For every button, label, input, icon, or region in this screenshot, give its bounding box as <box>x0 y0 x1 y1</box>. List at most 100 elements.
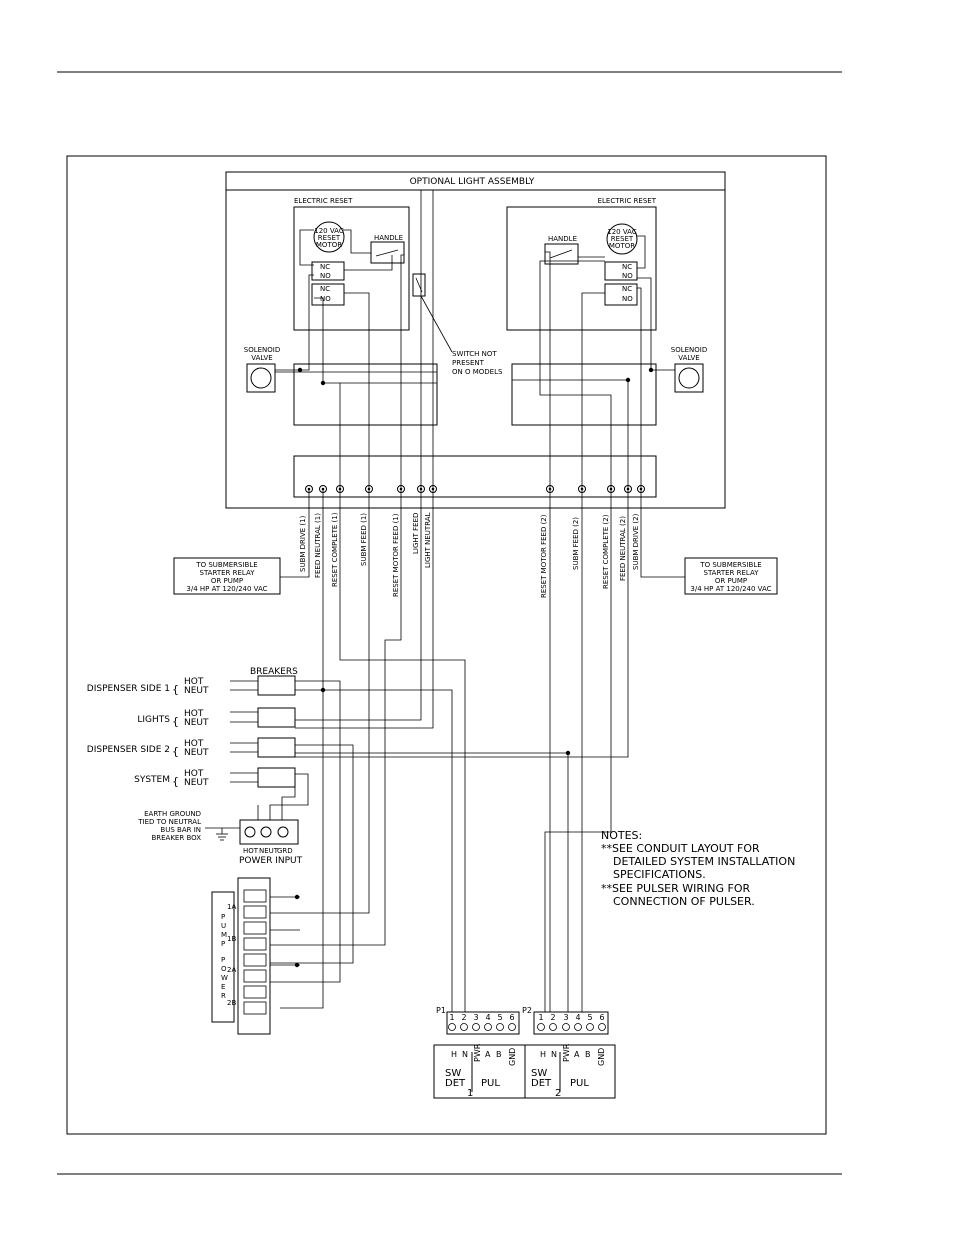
switch-note: SWITCH NOT PRESENT ON O MODELS <box>420 295 503 376</box>
svg-text:SUBM DRIVE (1): SUBM DRIVE (1) <box>299 515 307 572</box>
notes: NOTES: **SEE CONDUIT LAYOUT FOR DETAILED… <box>601 829 795 908</box>
handle-switch <box>544 243 579 265</box>
svg-text:P: P <box>221 940 225 948</box>
svg-text:5: 5 <box>587 1013 592 1022</box>
svg-text:A: A <box>574 1050 580 1059</box>
light-assembly: OPTIONAL LIGHT ASSEMBLY <box>225 171 726 509</box>
svg-text:VALVE: VALVE <box>251 354 272 362</box>
svg-text:RESET COMPLETE (1): RESET COMPLETE (1) <box>331 512 339 587</box>
svg-text:NC: NC <box>320 263 330 271</box>
svg-text:NOTES:: NOTES: <box>601 829 642 842</box>
svg-text:OR PUMP: OR PUMP <box>715 577 747 585</box>
starter-box-right: TO SUBMERSIBLE STARTER RELAY OR PUMP 3/4… <box>684 557 778 595</box>
svg-text:TO SUBMERSIBLE: TO SUBMERSIBLE <box>195 561 257 569</box>
svg-text:LIGHT NEUTRAL: LIGHT NEUTRAL <box>424 512 432 568</box>
svg-text:P: P <box>221 956 225 964</box>
svg-text:O: O <box>221 965 227 973</box>
svg-text:P1: P1 <box>436 1006 446 1015</box>
svg-text:TO SUBMERSIBLE: TO SUBMERSIBLE <box>699 561 761 569</box>
svg-text:OR PUMP: OR PUMP <box>211 577 243 585</box>
junction-box-right <box>511 363 657 426</box>
svg-text:NEUT: NEUT <box>184 686 209 696</box>
svg-text:N: N <box>462 1050 468 1059</box>
svg-text:1: 1 <box>467 1088 473 1099</box>
svg-text:GND: GND <box>508 1048 517 1066</box>
starter-box-left: TO SUBMERSIBLE STARTER RELAY OR PUMP 3/4… <box>173 557 281 595</box>
svg-text:TIED TO NEUTRAL: TIED TO NEUTRAL <box>137 818 201 826</box>
svg-text:E: E <box>221 983 225 991</box>
svg-text:PRESENT: PRESENT <box>452 359 485 367</box>
svg-text:3/4 HP AT 120/240 VAC: 3/4 HP AT 120/240 VAC <box>690 585 771 593</box>
svg-text:5: 5 <box>497 1013 502 1022</box>
svg-text:STARTER RELAY: STARTER RELAY <box>200 569 256 577</box>
relay-2 <box>604 283 638 306</box>
light-switch <box>412 273 426 297</box>
svg-text:3: 3 <box>473 1013 478 1022</box>
earth-ground: EARTH GROUND TIED TO NEUTRAL BUS BAR IN … <box>137 810 201 842</box>
svg-text:H: H <box>451 1050 457 1059</box>
svg-text:ON O MODELS: ON O MODELS <box>452 368 503 376</box>
svg-text:GRD: GRD <box>277 847 293 855</box>
wire-labels: SUBM DRIVE (1) FEED NEUTRAL (1) RESET CO… <box>299 512 640 598</box>
svg-text:MOTOR: MOTOR <box>316 241 342 249</box>
svg-text:4: 4 <box>485 1013 490 1022</box>
svg-text:1: 1 <box>538 1013 543 1022</box>
reset-motor-icon <box>313 221 345 253</box>
svg-text:U: U <box>221 922 226 930</box>
svg-text:DET: DET <box>531 1078 552 1089</box>
svg-text:RESET: RESET <box>611 235 634 243</box>
svg-text:{: { <box>172 775 179 788</box>
svg-text:HOT: HOT <box>184 739 204 749</box>
svg-text:H: H <box>540 1050 546 1059</box>
svg-text:HOT: HOT <box>184 677 204 687</box>
svg-text:HOT: HOT <box>243 847 259 855</box>
svg-text:ELECTRIC RESET: ELECTRIC RESET <box>294 197 353 205</box>
svg-text:{: { <box>172 715 179 728</box>
left-electric-reset: ELECTRIC RESET 120 VAC RESET MOTOR HANDL… <box>293 197 426 331</box>
svg-text:3: 3 <box>563 1013 568 1022</box>
svg-text:SYSTEM: SYSTEM <box>134 775 170 785</box>
svg-text:{: { <box>172 683 179 696</box>
svg-text:BUS BAR IN: BUS BAR IN <box>160 826 201 834</box>
svg-text:1A: 1A <box>227 903 236 911</box>
svg-text:NEUT: NEUT <box>184 778 209 788</box>
svg-text:PWR: PWR <box>473 1043 482 1062</box>
relay-1 <box>311 261 345 281</box>
svg-text:2B: 2B <box>227 999 236 1007</box>
svg-text:M: M <box>221 931 227 939</box>
svg-text:120 VAC: 120 VAC <box>607 228 637 236</box>
svg-text:2: 2 <box>555 1088 561 1099</box>
svg-text:1: 1 <box>449 1013 454 1022</box>
svg-text:HANDLE: HANDLE <box>548 235 577 243</box>
svg-text:LIGHTS: LIGHTS <box>137 715 170 725</box>
terminal-strip <box>293 455 657 498</box>
pump-power-block: P U M P P O W E R 1A 1B 2A 2B <box>211 877 271 1035</box>
right-electric-reset: ELECTRIC RESET 120 VAC RESET MOTOR HANDL… <box>506 197 657 331</box>
svg-text:RESET COMPLETE (2): RESET COMPLETE (2) <box>602 514 610 589</box>
svg-text:SUBM FEED (2): SUBM FEED (2) <box>572 517 580 570</box>
svg-text:B: B <box>585 1050 591 1059</box>
svg-text:6: 6 <box>509 1013 514 1022</box>
svg-text:DISPENSER SIDE 2: DISPENSER SIDE 2 <box>87 745 170 755</box>
reset-motor-icon <box>606 223 638 255</box>
svg-text:MOTOR: MOTOR <box>609 242 635 250</box>
svg-text:POWER INPUT: POWER INPUT <box>239 856 303 866</box>
svg-text:DETAILED SYSTEM INSTALLATION: DETAILED SYSTEM INSTALLATION <box>613 855 795 868</box>
svg-text:2: 2 <box>461 1013 466 1022</box>
svg-text:DISPENSER SIDE 1: DISPENSER SIDE 1 <box>87 684 170 694</box>
svg-text:4: 4 <box>575 1013 580 1022</box>
breakers: BREAKERS DISPENSER SIDE 1 { HOT NEUT LIG… <box>87 667 298 788</box>
svg-text:PUL: PUL <box>570 1078 589 1089</box>
assembly-title: OPTIONAL LIGHT ASSEMBLY <box>410 177 535 187</box>
relay-2 <box>311 283 345 306</box>
svg-text:NEUT: NEUT <box>184 748 209 758</box>
svg-text:**SEE CONDUIT LAYOUT FOR: **SEE CONDUIT LAYOUT FOR <box>601 842 760 855</box>
svg-text:CONNECTION OF PULSER.: CONNECTION OF PULSER. <box>613 895 755 908</box>
junction-box-left <box>293 363 438 426</box>
svg-text:NC: NC <box>622 263 632 271</box>
svg-text:NO: NO <box>320 295 331 303</box>
svg-text:PUL: PUL <box>481 1078 500 1089</box>
svg-text:SOLENOID: SOLENOID <box>671 346 707 354</box>
svg-text:LIGHT FEED: LIGHT FEED <box>412 513 420 554</box>
